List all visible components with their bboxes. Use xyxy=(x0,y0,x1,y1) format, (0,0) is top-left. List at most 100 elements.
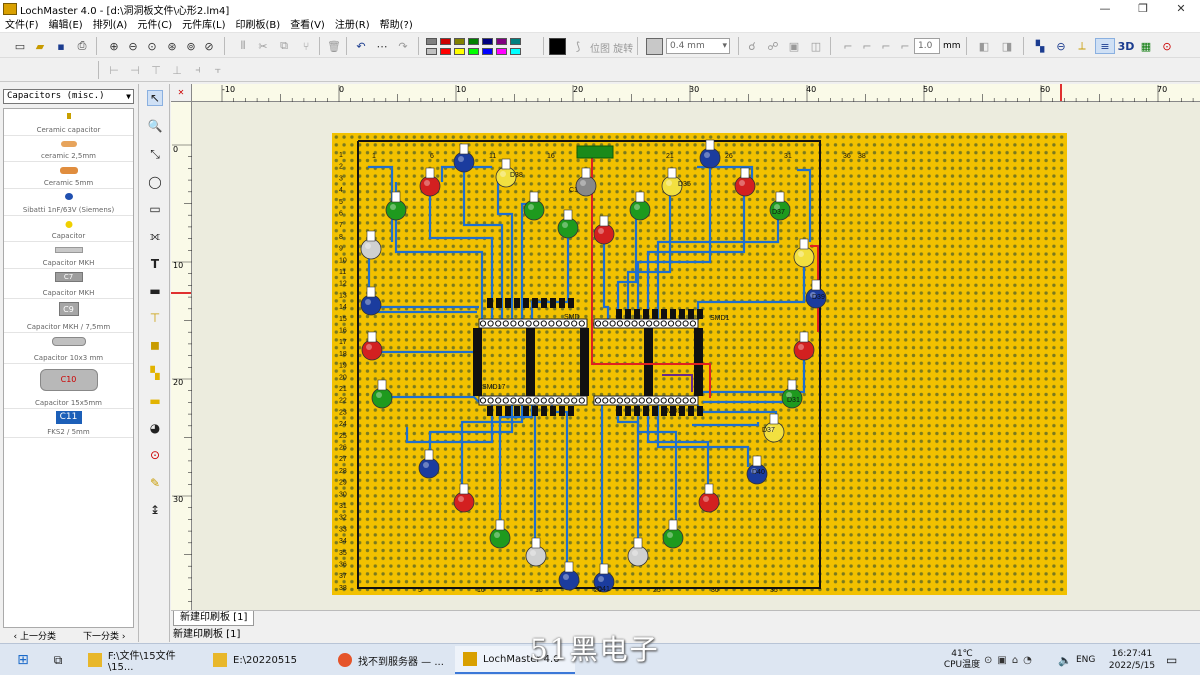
measure-point-icon[interactable]: ⊙ xyxy=(149,448,161,462)
color-swatch[interactable] xyxy=(454,48,465,55)
color-swatch[interactable] xyxy=(440,38,451,45)
align-right-icon[interactable]: ⊤ xyxy=(151,63,161,77)
maximize-button[interactable]: ❐ xyxy=(1138,2,1148,15)
menu-edit[interactable]: 编辑(E) xyxy=(48,19,83,31)
zoom-select-icon[interactable]: ⊚ xyxy=(186,39,196,53)
open-folder-icon[interactable]: ▰ xyxy=(35,39,45,53)
delete-icon[interactable]: 🗑 xyxy=(327,39,341,53)
bitmap-icon[interactable]: ⟆ xyxy=(575,39,581,53)
align-center-icon[interactable]: ⊣ xyxy=(130,63,140,77)
color-swatch[interactable] xyxy=(496,38,507,45)
corner-4-icon[interactable]: ⌐ xyxy=(900,39,910,53)
minimize-button[interactable]: — xyxy=(1099,2,1111,15)
list-item[interactable]: Sibatti 1nF/63V (Siemens) xyxy=(4,189,133,216)
next-category-button[interactable]: 下一分类 › xyxy=(83,632,126,642)
taskbar-item[interactable]: 找不到服务器 — ... xyxy=(330,646,450,674)
bridge-tool-icon[interactable]: ▬ xyxy=(149,394,161,408)
color-swatch[interactable] xyxy=(510,48,521,55)
bitmap-rotate-label[interactable]: 位图 旋转 xyxy=(590,44,634,55)
zoom-out-icon[interactable]: ⊖ xyxy=(128,39,138,53)
list-item[interactable]: Ceramic 5mm xyxy=(4,162,133,189)
ungroup-icon[interactable]: ◫ xyxy=(810,39,822,53)
zoom-in-icon[interactable]: ⊕ xyxy=(109,39,119,53)
menu-library[interactable]: 元件库(L) xyxy=(182,19,226,31)
align-top-icon[interactable]: ⊥ xyxy=(172,63,182,77)
category-dropdown[interactable]: Capacitors (misc.)▼ xyxy=(3,89,134,104)
split-icon[interactable]: ⦀ xyxy=(240,39,246,52)
color-swatch[interactable] xyxy=(510,38,521,45)
cut-icon[interactable]: ✂ xyxy=(258,39,268,53)
wire-tool-icon[interactable]: ☌ xyxy=(748,39,756,53)
task-view-icon[interactable]: ⧉ xyxy=(53,652,63,667)
list-item[interactable]: Capacitor xyxy=(4,216,133,242)
text-tool-icon[interactable]: T xyxy=(150,257,160,271)
windows-start-icon[interactable]: ⊞ xyxy=(17,652,29,668)
group-icon[interactable]: ▣ xyxy=(788,39,800,53)
new-file-icon[interactable]: ▭ xyxy=(14,39,26,53)
connector-tool-icon[interactable]: ◼ xyxy=(150,338,160,352)
list-item[interactable]: C9 Capacitor MKH / 7,5mm xyxy=(4,299,133,333)
color-swatch[interactable] xyxy=(426,48,437,55)
corner-2-icon[interactable]: ⌐ xyxy=(862,39,872,53)
menu-register[interactable]: 注册(R) xyxy=(334,19,370,31)
width-combo[interactable]: 0.4 mm▾ xyxy=(666,38,730,54)
color-swatch[interactable] xyxy=(482,38,493,45)
probe-tool-icon[interactable]: ⊤ xyxy=(149,311,161,325)
color-swatch[interactable] xyxy=(496,48,507,55)
flip-icon[interactable]: ⊖ xyxy=(1056,39,1066,53)
save-icon[interactable]: ▪ xyxy=(57,39,65,53)
mirror-icon[interactable]: ⟂ xyxy=(1078,39,1086,52)
tray-icons[interactable]: ⊙▣⌂◔ xyxy=(984,654,1037,666)
color-swatch[interactable] xyxy=(454,38,465,45)
paste-icon[interactable]: ⑂ xyxy=(302,39,310,53)
prev-category-button[interactable]: ‹ 上一分类 xyxy=(13,632,56,642)
current-color-box[interactable] xyxy=(549,38,566,55)
pencil-tool-icon[interactable]: ✎ xyxy=(149,476,161,490)
target-icon[interactable]: ⊙ xyxy=(1162,39,1172,53)
align-bottom-icon[interactable]: ⫟ xyxy=(214,63,222,76)
align-left-icon[interactable]: ⊢ xyxy=(109,63,119,77)
corner-3-icon[interactable]: ⌐ xyxy=(881,39,891,53)
rectangle-tool-icon[interactable]: ▭ xyxy=(149,202,161,216)
zoom-fit-icon[interactable]: ⊙ xyxy=(147,39,157,53)
ruler-corner[interactable]: ✕ xyxy=(171,84,192,102)
cut-track-icon[interactable]: ▚ xyxy=(150,366,160,380)
notification-icon[interactable]: ▭ xyxy=(1166,653,1178,667)
color-swatch[interactable] xyxy=(468,48,479,55)
zoom-previous-icon[interactable]: ⊘ xyxy=(204,39,214,53)
input-language[interactable]: ENG xyxy=(1076,655,1096,665)
corner-1-icon[interactable]: ⌐ xyxy=(843,39,853,53)
taskbar-item-active[interactable]: LochMaster 4.0 xyxy=(455,646,575,674)
taskbar-item[interactable]: E:\20220515 xyxy=(205,646,325,674)
more-icon[interactable]: ⋯ xyxy=(376,39,388,53)
ellipse-tool-icon[interactable]: ◯ xyxy=(148,175,162,189)
wire-tool2-icon[interactable]: ☍ xyxy=(767,39,779,53)
zoom-board-icon[interactable]: ⊛ xyxy=(167,39,177,53)
list-item[interactable]: C7 Capacitor MKH xyxy=(4,269,133,299)
menu-components[interactable]: 元件(C) xyxy=(137,19,173,31)
menu-arrange[interactable]: 排列(A) xyxy=(92,19,128,31)
taskbar-item[interactable]: F:\文件\15文件\15... xyxy=(80,646,200,674)
polygon-tool-icon[interactable]: ⟗ xyxy=(149,228,161,243)
angle-input[interactable]: 1.0 xyxy=(914,38,940,54)
menu-view[interactable]: 查看(V) xyxy=(290,19,325,31)
drill-tool-icon[interactable]: ◕ xyxy=(149,421,161,435)
dimension-tool-icon[interactable]: ↨ xyxy=(149,503,161,517)
menu-help[interactable]: 帮助(?) xyxy=(379,19,413,31)
list-item[interactable]: ceramic 2,5mm xyxy=(4,136,133,162)
distribute-icon[interactable]: ◨ xyxy=(1001,39,1013,53)
list-item[interactable]: C11 FKS2 / 5mm xyxy=(4,409,133,438)
list-item[interactable]: Capacitor 10x3 mm xyxy=(4,333,133,364)
menu-board[interactable]: 印刷板(B) xyxy=(235,19,281,31)
pcb-view-icon[interactable]: ≡ xyxy=(1095,38,1115,54)
ic-tool-icon[interactable]: ▬ xyxy=(149,284,161,298)
redo-icon[interactable]: ↷ xyxy=(398,39,408,53)
color-swatch[interactable] xyxy=(440,48,451,55)
list-item[interactable]: Ceramic capacitor xyxy=(4,109,133,136)
tab-board-1[interactable]: 新建印刷板 [1] xyxy=(173,611,255,626)
component-list[interactable]: Ceramic capacitor ceramic 2,5mm Ceramic … xyxy=(3,108,134,628)
color-swatch[interactable] xyxy=(426,38,437,45)
